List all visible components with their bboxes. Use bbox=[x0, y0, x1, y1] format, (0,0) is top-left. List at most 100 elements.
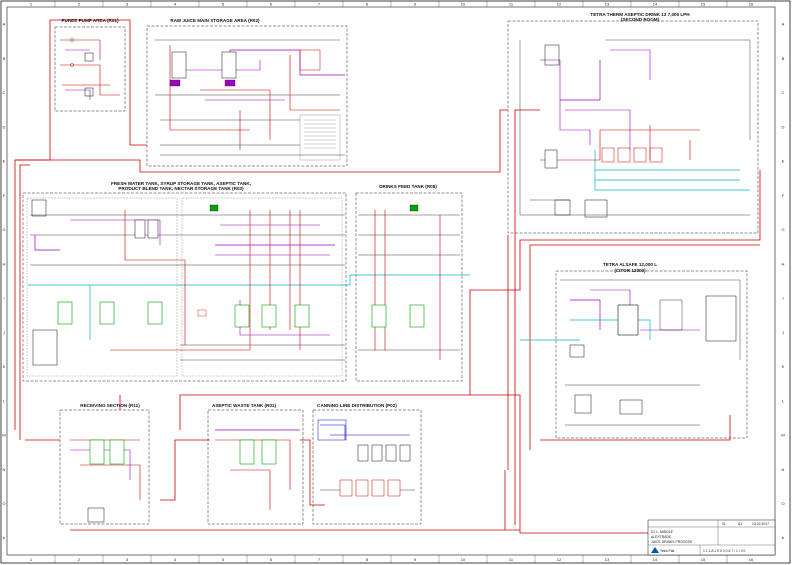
title-tetra-therm: TETRA THERM ASEPTIC DRINK 13 7,000 LPH bbox=[590, 12, 690, 17]
alsafe-control-panel bbox=[705, 295, 737, 342]
grid-row-label: B bbox=[3, 56, 6, 61]
title-block-company: ALEXTRADE bbox=[651, 535, 672, 539]
fresh-water-tank-a bbox=[57, 301, 73, 325]
raw-juice-pump-skid bbox=[299, 49, 321, 71]
area-frame-receiving bbox=[59, 409, 150, 525]
grid-row-label: K bbox=[782, 364, 785, 369]
aseptic-waste-tank-1 bbox=[239, 439, 255, 465]
area-frame-tetra-therm bbox=[507, 20, 759, 234]
alsafe-service-box-3 bbox=[619, 399, 643, 415]
cip-skid bbox=[32, 329, 58, 366]
grid-column-label: 16 bbox=[749, 2, 754, 7]
grid-column-label: 12 bbox=[557, 557, 562, 562]
grid-row-label: F bbox=[3, 193, 6, 198]
tetra-therm-heater-2 bbox=[617, 147, 631, 163]
puree-valve-1 bbox=[70, 38, 74, 42]
aseptic-waste-area bbox=[215, 439, 291, 510]
subframe-fresh-water-right bbox=[181, 197, 343, 377]
title-canning: CANNING LINE DISTRIBUTION (P02) bbox=[317, 403, 397, 408]
title-receiving: RECEIVING SECTION (R11) bbox=[80, 403, 140, 408]
canning-area bbox=[317, 419, 415, 497]
title-block-client: D.I.L. MIDDLE bbox=[651, 530, 674, 534]
area-frame-canning bbox=[312, 409, 422, 525]
grid-row-label: P bbox=[782, 535, 785, 540]
grid-row-label: N bbox=[3, 467, 6, 472]
title-block-drawing-number: 1 1 1 A 1 0 0 0 0 6 7 / 1 / 0 0 bbox=[703, 549, 746, 553]
grid-column-label: 9 bbox=[414, 2, 417, 7]
drinks-feed-area bbox=[358, 204, 460, 360]
grid-column-label: 3 bbox=[126, 2, 129, 7]
grid-row-label: H bbox=[782, 261, 785, 266]
receiving-pump-box bbox=[87, 507, 105, 523]
grid-row-label: J bbox=[3, 330, 5, 335]
grid-row-label: A bbox=[782, 22, 785, 27]
grid-column-label: 13 bbox=[605, 557, 610, 562]
title-fresh-water-1: FRESH WATER TANK, SYRUP STORAGE TANK, AS… bbox=[111, 181, 251, 186]
grid-column-label: 12 bbox=[557, 2, 562, 7]
title-puree-pump: PUREE PUMP AREA (R01) bbox=[61, 18, 118, 23]
grid-column-label: 11 bbox=[509, 2, 514, 7]
grid-row-label: L bbox=[782, 398, 785, 403]
title-drinks-feed: DRINKS FEED TANK (R05) bbox=[379, 184, 437, 189]
blend-tank-1 bbox=[234, 304, 250, 328]
grid-row-label: C bbox=[782, 90, 785, 95]
area-frame-tetra-alsafe bbox=[555, 270, 748, 439]
grid-column-label: 4 bbox=[174, 557, 177, 562]
drinks-feed-indicator bbox=[409, 204, 419, 212]
tetra-therm-area bbox=[519, 39, 751, 218]
grid-row-label: B bbox=[782, 56, 785, 61]
raw-juice-notes-box bbox=[299, 114, 341, 161]
grid-row-label: H bbox=[3, 261, 6, 266]
raw-juice-valve-cluster-2 bbox=[224, 79, 236, 87]
puree-pump-area bbox=[60, 38, 120, 100]
grid-column-label: 9 bbox=[414, 557, 417, 562]
grid-column-label: 15 bbox=[701, 557, 706, 562]
grid-row-label: A bbox=[3, 22, 6, 27]
grid-column-label: 14 bbox=[653, 2, 658, 7]
syrup-tank-2 bbox=[147, 219, 159, 239]
grid-row-label: O bbox=[781, 501, 784, 506]
tetra-therm-heater-4 bbox=[649, 147, 663, 163]
canning-seamer-3 bbox=[371, 479, 385, 497]
subtitle-tetra-alsafe: (CITOR 12000) bbox=[614, 268, 646, 273]
tetra-therm-control-box bbox=[554, 199, 571, 216]
tetra-alsafe-area bbox=[560, 279, 741, 426]
sheet-inner-border bbox=[6, 6, 776, 556]
canning-seamer-4 bbox=[387, 479, 401, 497]
grid-row-label: P bbox=[3, 535, 6, 540]
aseptic-waste-tank-2 bbox=[261, 439, 277, 465]
title-block-rev: 01 bbox=[722, 522, 726, 526]
title-tetra-alsafe: TETRA ALSAFE 12,000 L bbox=[603, 262, 657, 267]
title-aseptic-waste: ASEPTIC WASTE TANK (R01) bbox=[212, 403, 276, 408]
grid-row-label: G bbox=[2, 227, 5, 232]
tetra-therm-heater-1 bbox=[601, 147, 615, 163]
grid-row-label: I bbox=[782, 296, 783, 301]
drinks-feed-tank-2 bbox=[409, 304, 425, 328]
grid-row-label: D bbox=[3, 124, 6, 129]
puree-pump-1 bbox=[84, 52, 94, 62]
canning-filler-3 bbox=[385, 444, 397, 462]
alsafe-service-box-2 bbox=[574, 394, 592, 414]
grid-row-label: J bbox=[782, 330, 784, 335]
grid-column-label: 1 bbox=[30, 557, 33, 562]
interconnect-water-lines bbox=[28, 150, 750, 341]
grid-column-label: 3 bbox=[126, 557, 129, 562]
grid-row-label: K bbox=[3, 364, 6, 369]
grid-column-label: 11 bbox=[509, 557, 514, 562]
grid-column-label: 14 bbox=[653, 557, 658, 562]
flow-indicator-1 bbox=[209, 204, 219, 212]
grid-row-label: G bbox=[781, 227, 784, 232]
puree-pump-2 bbox=[84, 87, 94, 97]
area-frame-aseptic-waste bbox=[207, 409, 304, 525]
interconnect-steam-lines bbox=[14, 19, 761, 534]
canning-filler-1 bbox=[357, 444, 369, 462]
alsafe-tank bbox=[617, 304, 639, 336]
tetra-therm-deaerator bbox=[544, 44, 560, 66]
grid-column-label: 7 bbox=[318, 2, 321, 7]
tetra-therm-balance-tank bbox=[544, 149, 558, 169]
grid-row-label: M bbox=[781, 433, 784, 438]
grid-row-label: E bbox=[782, 159, 785, 164]
flow-indicator-2 bbox=[197, 309, 207, 317]
